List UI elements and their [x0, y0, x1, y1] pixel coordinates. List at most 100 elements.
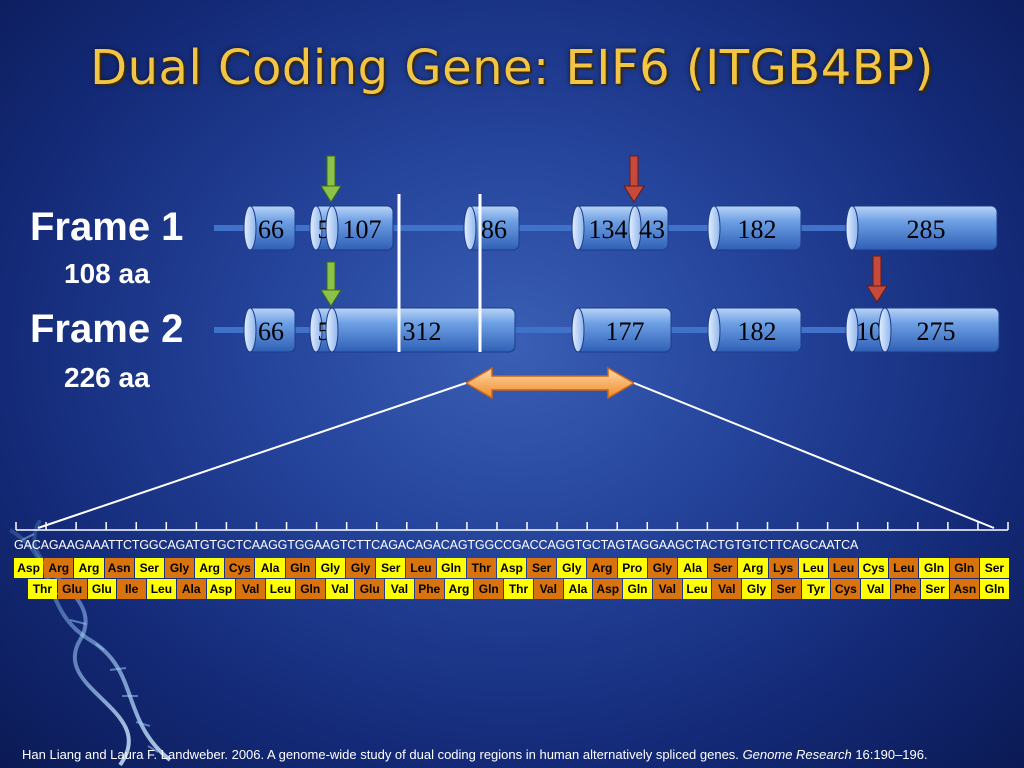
frame1-amino-acid: Leu: [406, 558, 436, 578]
frame1-amino-acid: Asp: [496, 558, 527, 578]
slide-title: Dual Coding Gene: EIF6 (ITGB4BP): [90, 40, 934, 96]
frame2-label: Frame 2: [30, 307, 183, 352]
frame2-amino-acid: Thr: [504, 579, 533, 599]
frame1-exon-7: 182: [707, 205, 802, 251]
frame2-exon-5-label: 182: [738, 317, 777, 346]
frame1-amino-acid: Arg: [74, 558, 104, 578]
frame2-amino-acid: Ala: [176, 579, 206, 599]
frame1-amino-acid: Gln: [436, 558, 466, 578]
frame2-amino-acid: Glu: [57, 579, 87, 599]
frame1-name: Frame 1: [30, 205, 184, 249]
frame1-amino-acid: Asp: [14, 558, 44, 578]
frame1-exon-1-label: 66: [258, 215, 284, 244]
frame2-amino-acid: Phe: [414, 579, 444, 599]
frame2-amino-acid: Gly: [742, 579, 771, 599]
frame2-amino-acid: Gln: [980, 579, 1009, 599]
frame1-label: Frame 1: [30, 205, 183, 250]
frame1-amino-acid: Gly: [557, 558, 587, 578]
frame1-amino-acid: Ser: [134, 558, 164, 578]
frame2-amino-acid: Ser: [920, 579, 950, 599]
frame1-exon-3: 107: [325, 205, 394, 251]
frame1-amino-acid: Asn: [104, 558, 134, 578]
frame1-amino-acid: Thr: [466, 558, 496, 578]
frame1-amino-acid: Gly: [164, 558, 195, 578]
frame1-amino-acid: Leu: [889, 558, 919, 578]
frame2-amino-acid: Cys: [831, 579, 861, 599]
frame2-amino-acid: Asp: [206, 579, 236, 599]
frame2-exon-6-label: 10: [856, 317, 882, 346]
frame2-name: Frame 2: [30, 307, 184, 351]
frame2-amino-acid: Gln: [474, 579, 504, 599]
frame1-exon-4: 86: [463, 205, 520, 251]
frame1-amino-acid: Cys: [225, 558, 255, 578]
dual-coding-region-arrow: [464, 366, 636, 400]
frame1-amino-acid: Arg: [195, 558, 225, 578]
frame2-amino-acid: Val: [236, 579, 266, 599]
frame1-aa-label: 108 aa: [64, 258, 150, 290]
frame2-amino-acid: Ile: [117, 579, 147, 599]
citation-authors: Han Liang and Laura F. Landweber. 2006. …: [22, 747, 739, 762]
frame2-aa-label: 226 aa: [64, 362, 150, 394]
frame1-amino-acid: Ala: [255, 558, 285, 578]
frame1-amino-acid: Gly: [647, 558, 677, 578]
start-codon-arrow-frame1: [320, 155, 342, 203]
frame1-amino-acid: Ser: [527, 558, 557, 578]
frame1-amino-acid: Gly: [346, 558, 376, 578]
frame2-exon-3-label: 312: [403, 317, 442, 346]
citation-journal: Genome Research: [742, 747, 852, 762]
frame1-amino-acid: Arg: [738, 558, 768, 578]
frame1-exons: 66 5 107 86 134 43 1: [243, 205, 998, 251]
frame1-amino-acid: Ser: [979, 558, 1009, 578]
frame2-aa: 226 aa: [64, 362, 150, 393]
frame1-exon-1: 66: [243, 205, 296, 251]
codon-ticks: [15, 522, 1009, 531]
frame2-amino-acid: Asp: [593, 579, 623, 599]
frame1-exon-6-label: 43: [639, 215, 665, 244]
frame1-exon-3-label: 107: [343, 215, 382, 244]
stop-codon-arrow-frame1: [623, 155, 645, 203]
frame1-amino-acid: Pro: [617, 558, 647, 578]
frame1-amino-acid: Arg: [44, 558, 74, 578]
frame2-amino-acid: Glu: [87, 579, 117, 599]
frame1-amino-acid: Leu: [828, 558, 859, 578]
frame2-amino-acid: Leu: [147, 579, 176, 599]
frame2-exon-7-label: 275: [917, 317, 956, 346]
frame1-amino-acid: Leu: [798, 558, 828, 578]
frame2-amino-acid: Val: [385, 579, 414, 599]
frame1-exon-5-label: 134: [589, 215, 628, 244]
frame2-amino-acid: Val: [652, 579, 682, 599]
frame1-amino-acid: Gln: [285, 558, 315, 578]
frame1-exon-4-label: 86: [481, 215, 507, 244]
frame2-exon-1: 66: [243, 307, 296, 353]
frame2-exon-7: 275: [878, 307, 1000, 353]
zoom-line-left: [37, 382, 467, 529]
citation: Han Liang and Laura F. Landweber. 2006. …: [22, 747, 1012, 762]
frame1-amino-acid: Arg: [587, 558, 617, 578]
frame1-amino-acid: Gly: [315, 558, 345, 578]
frame1-amino-acid: Ser: [708, 558, 738, 578]
frame2-exons: 66 5 312 177 182 10: [243, 307, 1000, 353]
frame1-amino-acid: Lys: [768, 558, 798, 578]
dna-sequence: GACAGAAGAAATTCTGGCAGATGTGCTCAAGGTGGAAGTC…: [14, 538, 859, 552]
citation-volume: 16:190–196.: [855, 747, 928, 762]
frame2-amino-acid: Val: [325, 579, 355, 599]
frame1-amino-acid: Gln: [949, 558, 979, 578]
frame1-aa: 108 aa: [64, 258, 150, 289]
start-codon-arrow-frame2: [320, 261, 342, 307]
frame1-exon-6: 43: [628, 205, 669, 251]
frame2-amino-acid: Glu: [355, 579, 385, 599]
frame2-amino-acid: Val: [861, 579, 890, 599]
frame2-exon-1-label: 66: [258, 317, 284, 346]
frame1-exon-8: 285: [845, 205, 998, 251]
frame2-exon-3: 312: [325, 307, 516, 353]
frame1-exon-8-label: 285: [907, 215, 946, 244]
frame2-amino-acid: Ser: [771, 579, 801, 599]
frame1-amino-acid: Gln: [919, 558, 949, 578]
frame2-amino-acid: Leu: [266, 579, 295, 599]
frame1-exon-7-label: 182: [738, 215, 777, 244]
frame2-amino-acid: Asn: [950, 579, 980, 599]
frame2-exon-4: 177: [571, 307, 672, 353]
